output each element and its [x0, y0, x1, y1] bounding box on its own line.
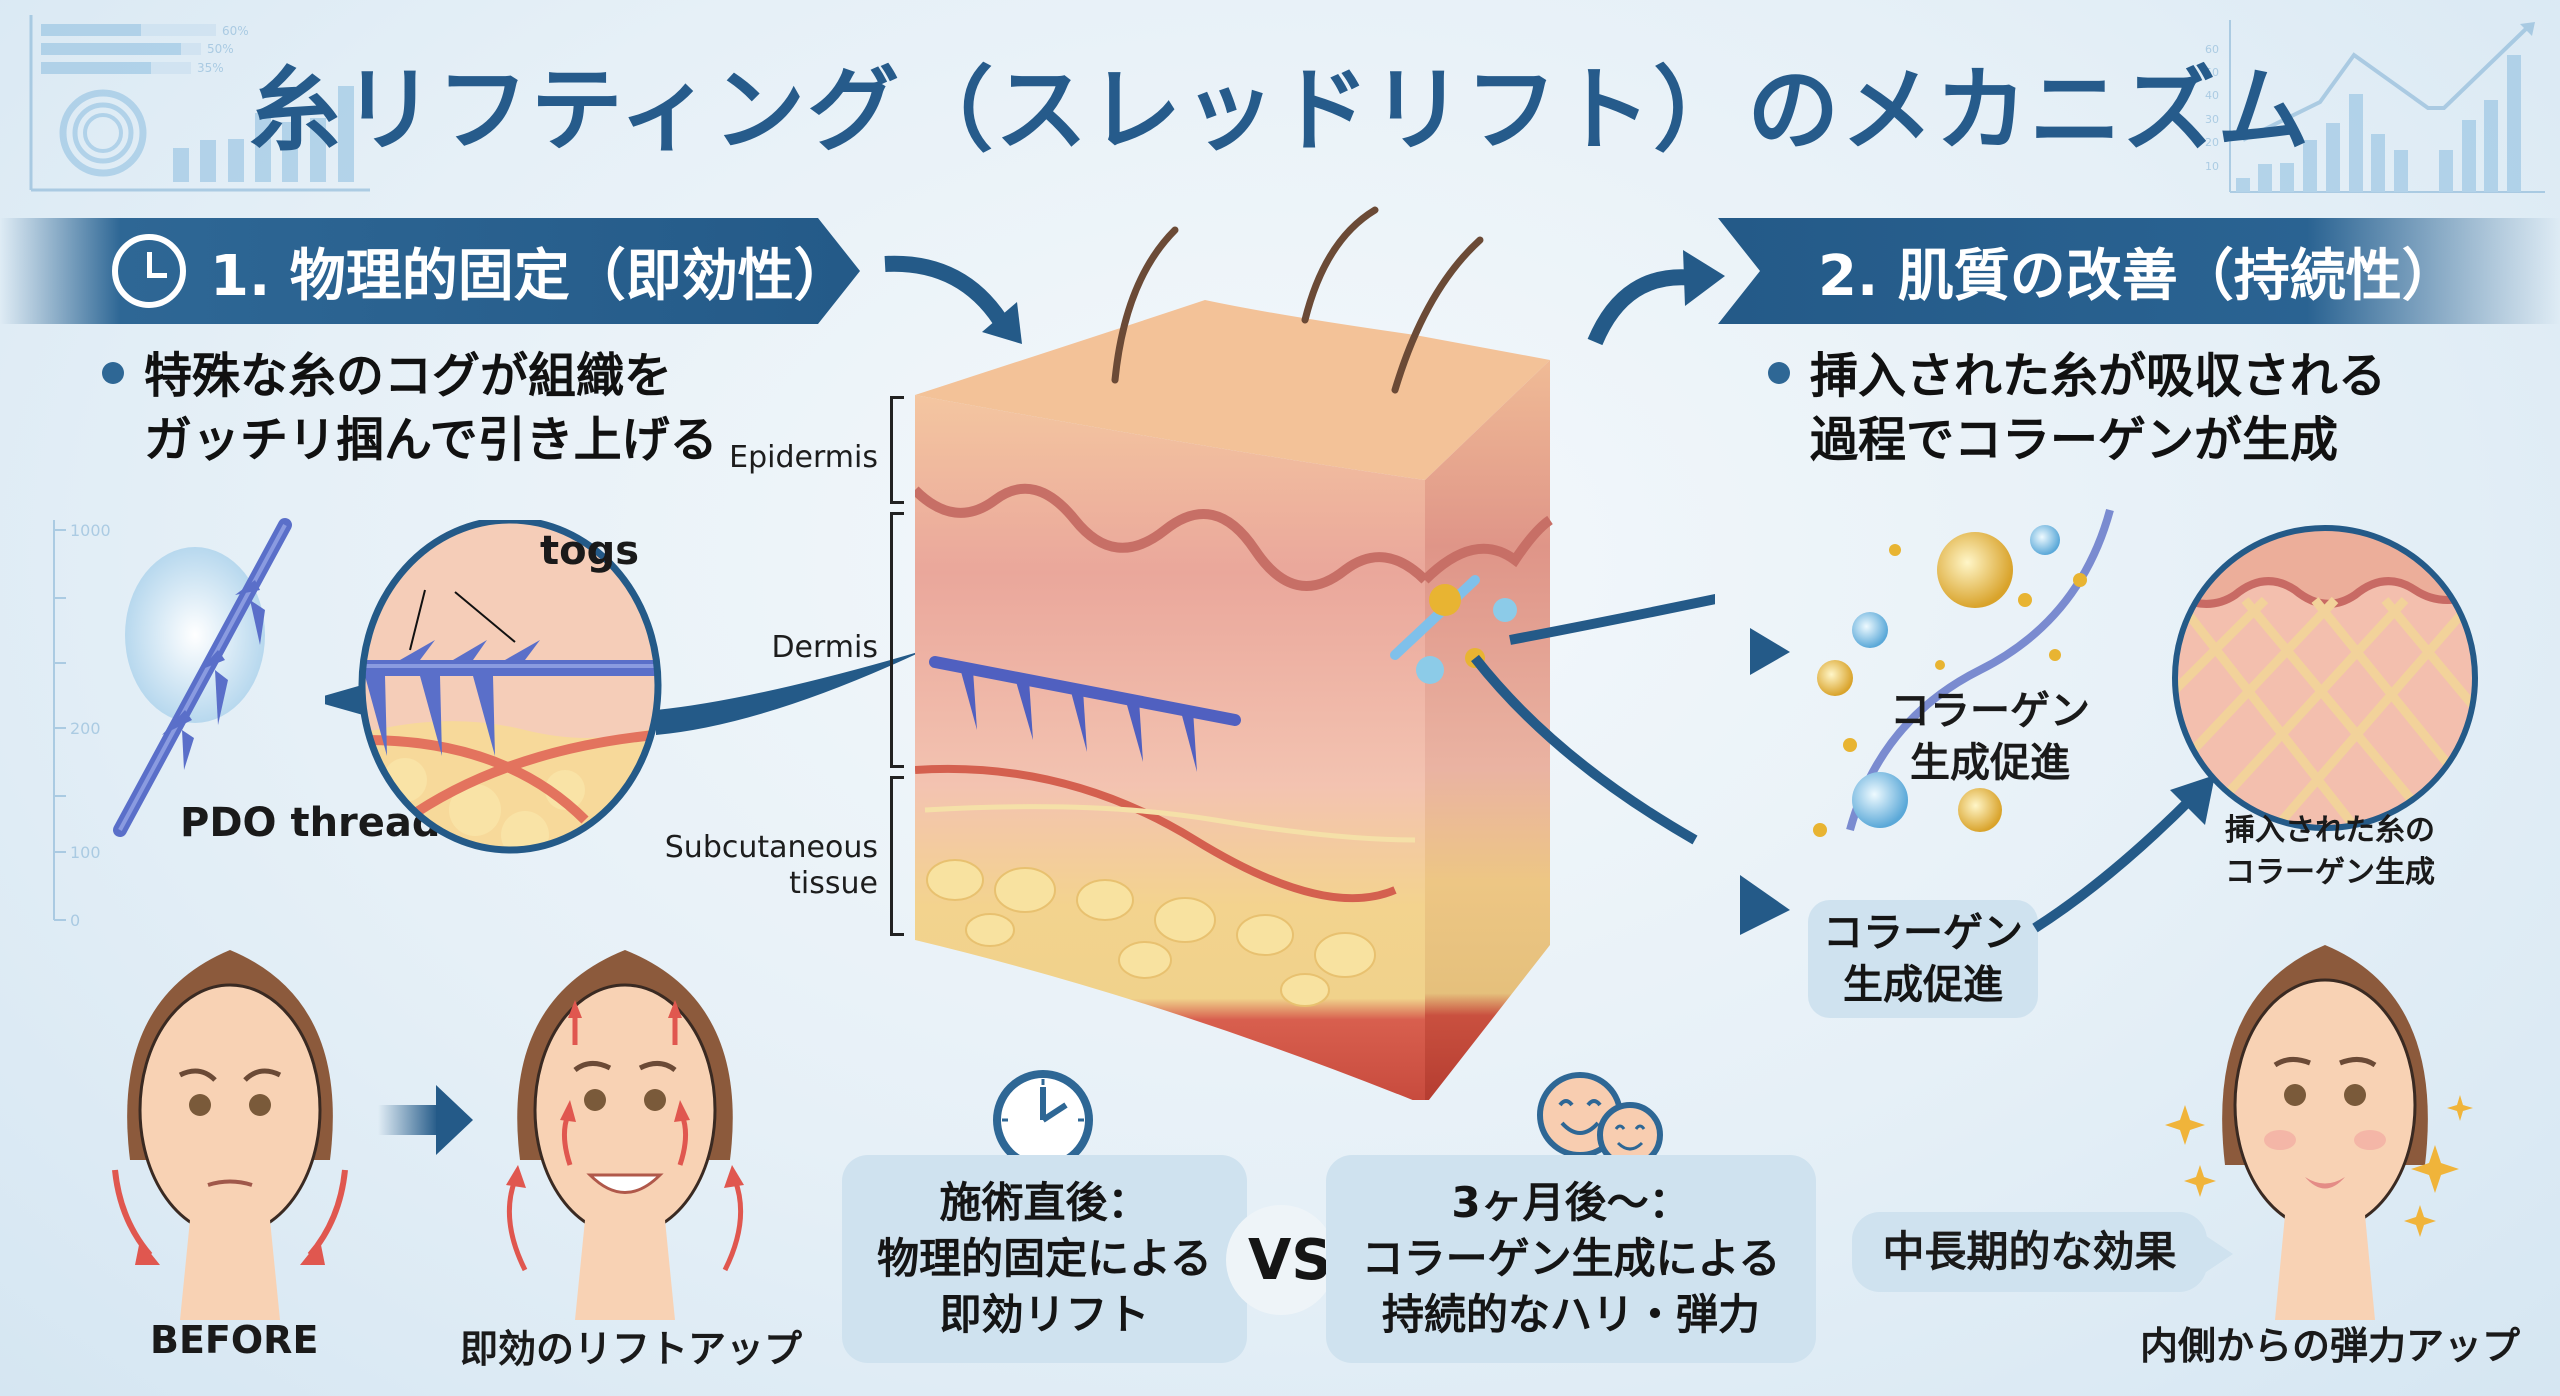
longterm-label: 内側からの弾力アップ — [2140, 1324, 2521, 1368]
caption-line: コラーゲン生成 — [2225, 855, 2435, 890]
section-1-heading: 1. 物理的固定（即効性） — [210, 243, 850, 309]
collagen-network-caption: 挿入された糸の コラーゲン生成 — [2190, 810, 2470, 894]
longterm-line: 3ヶ月後〜： — [1451, 1178, 1691, 1227]
collagen-particles-illustration — [1813, 508, 2114, 837]
page-title: 糸リフティング（スレッドリフト）のメカニズム — [248, 57, 2312, 164]
after-label: 即効のリフトアップ — [460, 1327, 803, 1371]
skin-cross-section-cube — [915, 206, 1715, 1100]
bar-label: 35% — [197, 61, 224, 75]
bar-label: 60% — [222, 24, 249, 38]
collagen-label-line: 生成促進 — [1910, 740, 2070, 786]
immediate-line: 施術直後： — [939, 1178, 1150, 1227]
y-tick: 40 — [2205, 89, 2219, 102]
subcutaneous-label: Subcutaneous tissue — [640, 830, 878, 902]
immediate-effect-box: 施術直後： 物理的固定による 即効リフト — [842, 1155, 1247, 1363]
y-tick: 50 — [2205, 66, 2219, 79]
collagen-label-line: コラーゲン — [1890, 688, 2090, 734]
epidermis-label: Epidermis — [729, 440, 878, 475]
pdo-thread-illustration — [113, 518, 292, 837]
subcutaneous-bracket — [890, 776, 904, 936]
bullet-text: 過程でコラーゲンが生成 — [1810, 412, 2339, 468]
after-face-illustration — [506, 950, 744, 1320]
longterm-line: コラーゲン生成による — [1361, 1234, 1781, 1283]
vs-notch — [1226, 1205, 1336, 1315]
section-1-bullet: 特殊な糸のコグが組織を ガッチリ掴んで引き上げる — [102, 344, 718, 472]
arrow-to-collagen-box — [1740, 875, 1790, 935]
decorative-left-axis: 1000 200 100 0 — [53, 520, 111, 930]
togs-label: togs — [540, 528, 640, 574]
bullet-text: ガッチリ掴んで引き上げる — [144, 412, 718, 468]
subcutaneous-label-line: Subcutaneous — [664, 830, 878, 865]
section-2-banner: 2. 肌質の改善（持続性） — [1718, 218, 2560, 324]
dermis-bracket — [890, 512, 904, 768]
axis-tick: 0 — [70, 911, 80, 930]
bubble-tail — [2203, 1234, 2233, 1274]
before-face-illustration — [112, 950, 348, 1320]
bullet-dot — [102, 362, 124, 384]
dermis-label: Dermis — [771, 630, 878, 665]
decorative-line-bar-chart-right: 60 50 40 30 20 10 — [2205, 20, 2545, 193]
longterm-effect-bubble: 中長期的な効果 — [1852, 1212, 2233, 1292]
axis-tick: 1000 — [70, 521, 111, 540]
collagen-promotion-box: コラーゲン 生成促進 — [1808, 900, 2038, 1018]
section-2-bullet: 挿入された糸が吸収される 過程でコラーゲンが生成 — [1768, 344, 2386, 472]
longterm-face-illustration — [2165, 945, 2473, 1320]
bullet-text: 特殊な糸のコグが組織を — [144, 348, 673, 404]
longterm-effect-text: 中長期的な効果 — [1882, 1227, 2177, 1276]
pdo-thread-label: PDO thread — [180, 800, 441, 846]
bullet-dot — [1768, 362, 1790, 384]
collagen-box-line: コラーゲン — [1823, 910, 2023, 956]
section-1-banner: 1. 物理的固定（即効性） — [0, 218, 860, 324]
arrow-into-cube — [884, 255, 1022, 344]
smiling-faces-icon — [1537, 1072, 1663, 1168]
sparkle-icons — [2165, 1095, 2473, 1237]
longterm-effect-box: 3ヶ月後〜： コラーゲン生成による 持続的なハリ・弾力 — [1326, 1155, 1816, 1363]
collagen-promotion-label: コラーゲン 生成促進 — [1890, 685, 2090, 789]
y-tick: 10 — [2205, 160, 2219, 173]
arrow-to-collagen-network — [2032, 775, 2215, 933]
before-label: BEFORE — [150, 1318, 319, 1362]
caption-line: 挿入された糸の — [2225, 813, 2435, 848]
axis-tick: 200 — [70, 719, 101, 738]
collagen-box-line: 生成促進 — [1843, 962, 2003, 1008]
decorative-bar-chart-left: 60% 50% 35% — [29, 15, 370, 192]
axis-tick: 100 — [70, 843, 101, 862]
y-tick: 20 — [2205, 136, 2219, 149]
arrow-out-of-cube — [1587, 250, 1725, 346]
right-arrow-icon — [378, 1085, 473, 1155]
arrow-to-collagen-float — [1750, 628, 1790, 675]
epidermis-bracket — [890, 396, 904, 504]
cog-magnified-circle — [325, 520, 925, 854]
immediate-line: 即効リフト — [939, 1290, 1150, 1339]
longterm-line: 持続的なハリ・弾力 — [1381, 1290, 1760, 1339]
collagen-network-circle — [2172, 525, 2478, 831]
subcutaneous-label-line: tissue — [789, 866, 878, 901]
clock-icon — [112, 234, 186, 308]
bullet-text: 挿入された糸が吸収される — [1810, 348, 2387, 404]
y-tick: 30 — [2205, 113, 2219, 126]
y-tick: 60 — [2205, 43, 2219, 56]
immediate-line: 物理的固定による — [877, 1234, 1212, 1283]
section-2-heading: 2. 肌質の改善（持続性） — [1818, 243, 2458, 309]
bar-label: 50% — [207, 42, 234, 56]
